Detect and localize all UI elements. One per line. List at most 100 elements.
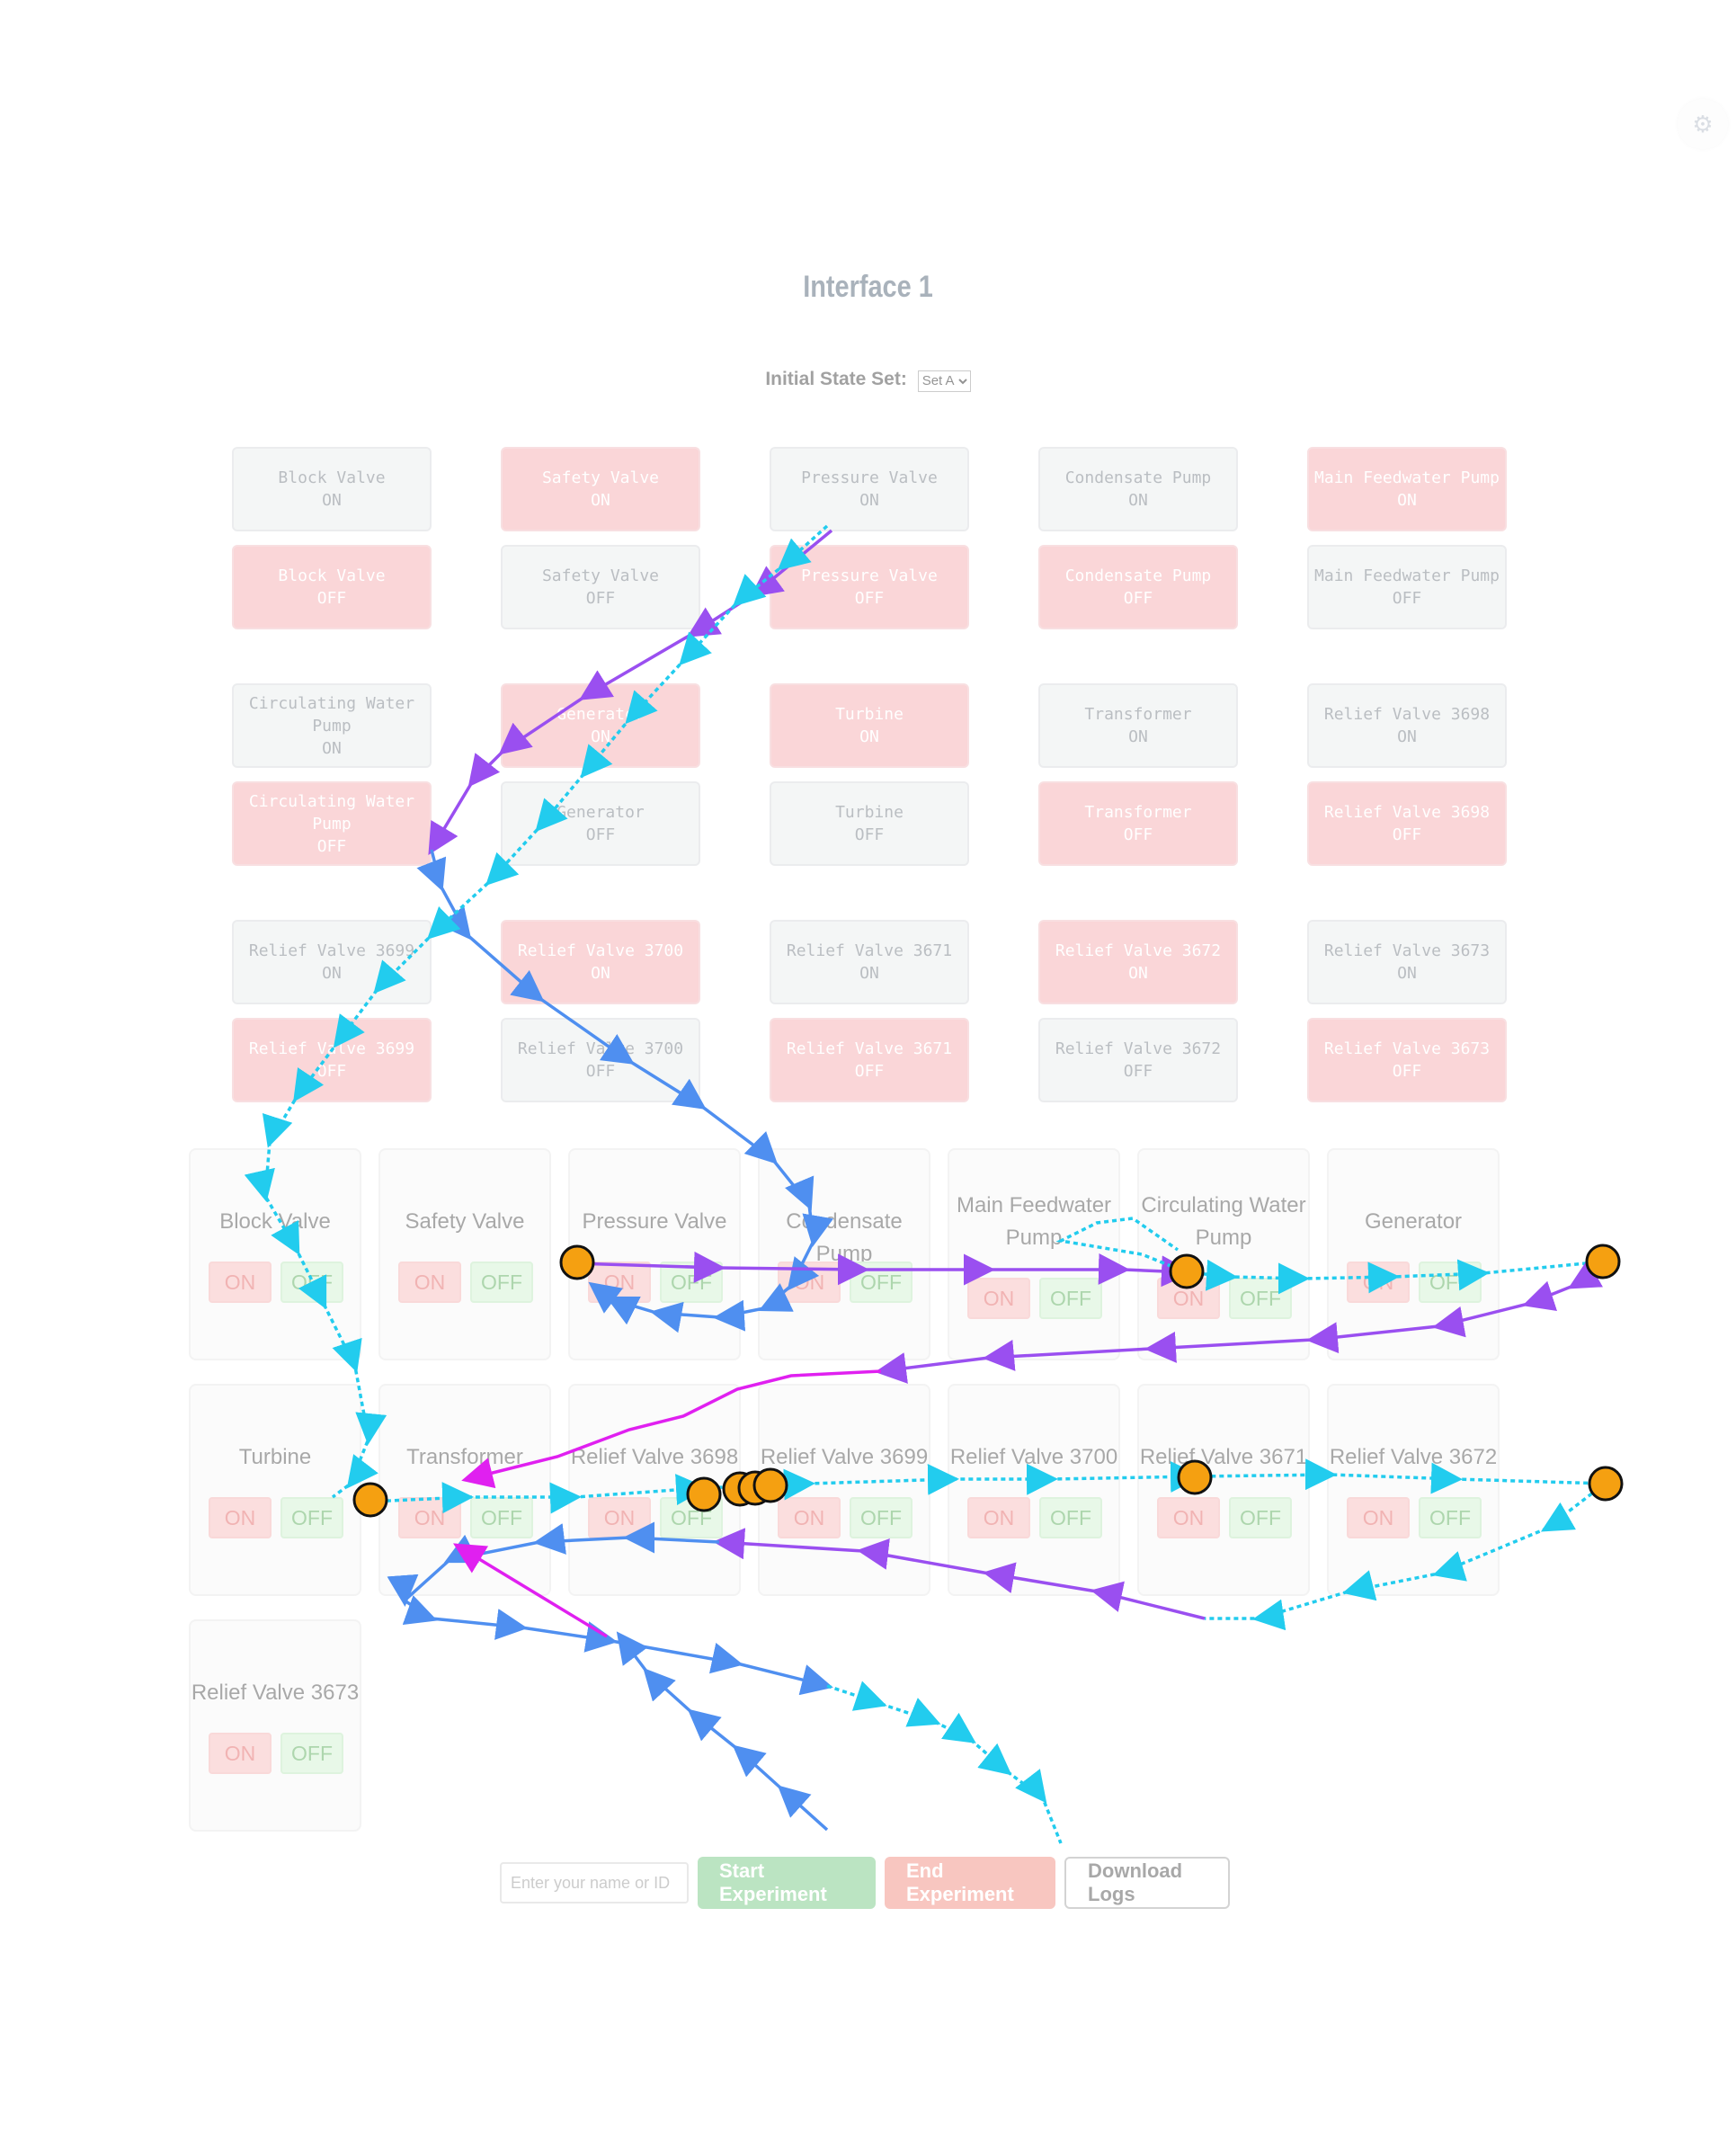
toggle-component-name: Pressure Valve <box>801 566 938 585</box>
toggle-state-label: ON <box>1397 727 1417 746</box>
toggle-state-label: ON <box>859 727 879 746</box>
toggle-component-name: Turbine <box>835 803 904 822</box>
click-marker <box>1588 1466 1624 1502</box>
initial-state-select[interactable]: Set A <box>917 370 971 392</box>
toggle-state-label: OFF <box>1123 825 1153 844</box>
trace-segment <box>1055 1217 1188 1274</box>
component-on-button[interactable]: ON <box>209 1733 272 1774</box>
click-marker <box>559 1244 595 1280</box>
initial-state-label: Initial State Set: <box>765 369 907 389</box>
start-experiment-button[interactable]: Start Experiment <box>698 1857 876 1909</box>
name-id-input[interactable] <box>500 1862 689 1904</box>
component-name: Main Feedwater Pump <box>956 1193 1112 1250</box>
settings-widget-icon[interactable]: ⚙ <box>1678 99 1728 149</box>
toggle-state-label: ON <box>1128 964 1148 983</box>
toggle-state-label: ON <box>322 491 342 510</box>
toggle-state-label: ON <box>859 964 879 983</box>
toggle-state-label: ON <box>1128 491 1148 510</box>
toggle-component-name: Main Feedwater Pump <box>1314 468 1500 487</box>
click-marker <box>1169 1253 1205 1289</box>
click-marker <box>1177 1459 1213 1495</box>
toggle-state-label: ON <box>1128 727 1148 746</box>
toggle-component-name: Relief Valve 3673 <box>1323 1039 1491 1058</box>
toggle-component-name: Turbine <box>835 705 904 724</box>
component-off-button[interactable]: OFF <box>280 1733 343 1774</box>
experiment-controls: Start Experiment End Experiment Download… <box>500 1857 1230 1909</box>
toggle-component-name: Transformer <box>1084 705 1192 724</box>
toggle-state-label: OFF <box>1123 1062 1153 1081</box>
trace-segment <box>826 1681 1063 1844</box>
toggle-component-name: Relief Valve 3673 <box>1323 941 1491 960</box>
toggle-state-label: OFF <box>854 589 885 608</box>
click-marker <box>752 1467 788 1503</box>
toggle-component-name: Condensate Pump <box>1064 566 1212 585</box>
toggle-component-name: Pressure Valve <box>801 468 938 487</box>
toggle-component-name: Main Feedwater Pump <box>1314 566 1500 585</box>
toggle-component-name: Transformer <box>1084 803 1192 822</box>
trace-segment <box>1205 1482 1607 1631</box>
toggle-state-label: ON <box>1397 964 1417 983</box>
trace-segment <box>1186 1259 1606 1295</box>
toggle-component-name: Relief Valve 3672 <box>1055 1039 1222 1058</box>
trace-segment <box>616 1631 829 1832</box>
component-name: Generator <box>1364 1209 1463 1234</box>
trace-segment <box>416 849 833 1333</box>
toggle-state-label: ON <box>859 491 879 510</box>
trace-segment <box>875 1259 1607 1384</box>
toggle-component-name: Relief Valve 3672 <box>1055 941 1222 960</box>
trace-segment <box>244 524 829 1499</box>
toggle-state-label: OFF <box>1392 589 1422 608</box>
toggle-state-label: OFF <box>854 1062 885 1081</box>
trace-segment <box>453 1543 608 1638</box>
toggle-state-label: OFF <box>1392 1062 1422 1081</box>
component-name: Relief Valve 3673 <box>191 1681 360 1705</box>
component-on-button[interactable]: ON <box>209 1497 272 1538</box>
trace-segment <box>461 1369 882 1489</box>
component-off-button[interactable]: OFF <box>280 1497 343 1538</box>
toggle-component-name: Block Valve <box>278 468 386 487</box>
click-marker <box>686 1476 722 1512</box>
click-marker <box>352 1482 388 1518</box>
download-logs-button[interactable]: Download Logs <box>1064 1857 1230 1909</box>
toggle-component-name: Condensate Pump <box>1064 468 1212 487</box>
toggle-component-name: Relief Valve 3698 <box>1323 705 1491 724</box>
page-title: Interface 1 <box>803 270 933 304</box>
trace-segment <box>387 1521 833 1696</box>
initial-state-set: Initial State Set: Set A <box>0 369 1736 392</box>
toggle-state-label: OFF <box>1392 825 1422 844</box>
trace-segment <box>713 1528 1206 1620</box>
toggle-component-name: Safety Valve <box>541 468 660 487</box>
toggle-state-label: OFF <box>1123 589 1153 608</box>
end-experiment-button[interactable]: End Experiment <box>885 1857 1055 1909</box>
toggle-component-name: Relief Valve 3698 <box>1323 803 1491 822</box>
toggle-state-label: ON <box>1397 491 1417 510</box>
trace-segment <box>369 1458 1606 1514</box>
component-name: Circulating Water Pump <box>1141 1193 1306 1250</box>
click-marker <box>1585 1244 1621 1279</box>
